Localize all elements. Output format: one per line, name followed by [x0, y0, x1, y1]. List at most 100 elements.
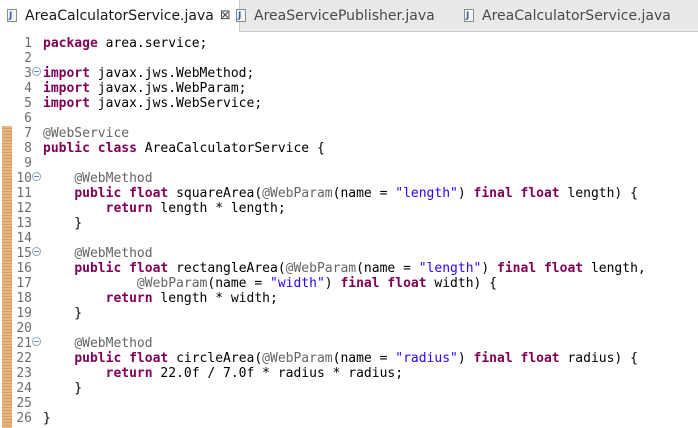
fold-collapse-icon[interactable] [32, 67, 41, 76]
code-line[interactable]: 10 @WebMethod [0, 171, 698, 186]
code-token [43, 366, 106, 381]
tab-label: AreaCalculatorService.java [25, 8, 214, 24]
line-number: 8 [24, 141, 32, 156]
code-text[interactable]: } [43, 306, 82, 321]
code-line[interactable]: 22 public float circleArea(@WebParam(nam… [0, 351, 698, 366]
code-line[interactable]: 11 public float squareArea(@WebParam(nam… [0, 186, 698, 201]
code-token: final [497, 261, 537, 276]
line-number: 11 [16, 186, 32, 201]
code-line[interactable]: 15 @WebMethod [0, 246, 698, 261]
code-token: ) [457, 351, 474, 366]
code-token: length * width; [152, 291, 278, 306]
line-number: 20 [16, 321, 32, 336]
code-text[interactable]: } [43, 381, 82, 396]
code-token: float [520, 351, 560, 366]
code-line[interactable]: 12 return length * length; [0, 201, 698, 216]
line-number: 1 [24, 36, 32, 51]
tab-label: AreaCalculatorService.java [482, 7, 671, 24]
code-token: (name = [207, 276, 270, 291]
fold-collapse-icon[interactable] [32, 337, 41, 346]
code-token: float [543, 261, 584, 276]
code-line[interactable]: 25 [0, 396, 698, 411]
code-token: length * length; [152, 201, 286, 216]
code-token: ) [457, 186, 474, 201]
code-text[interactable]: return 22.0f / 7.0f * radius * radius; [43, 366, 403, 381]
code-token: @WebMethod [74, 171, 153, 186]
code-token [121, 261, 129, 276]
code-text[interactable]: public float rectangleArea(@WebParam(nam… [43, 261, 646, 276]
fold-collapse-icon[interactable] [32, 247, 41, 256]
code-text[interactable]: import javax.jws.WebMethod; [43, 66, 254, 81]
code-line[interactable]: 24 } [0, 381, 698, 396]
code-token [536, 261, 544, 276]
code-line[interactable]: 1 package area.service; [0, 36, 698, 51]
code-line[interactable]: 16 public float rectangleArea(@WebParam(… [0, 261, 698, 276]
code-text[interactable]: public class AreaCalculatorService { [43, 141, 325, 156]
code-text[interactable]: public float squareArea(@WebParam(name =… [43, 186, 638, 201]
editor-tab-bar: J AreaCalculatorService.java ⊠ J AreaSer… [0, 0, 698, 32]
line-number: 26 [16, 411, 32, 426]
code-text[interactable]: @WebMethod [43, 171, 153, 186]
code-text[interactable]: @WebMethod [43, 246, 153, 261]
code-line[interactable]: 8 public class AreaCalculatorService { [0, 141, 698, 156]
code-text[interactable]: import javax.jws.WebParam; [43, 81, 247, 96]
code-line[interactable]: 17 @WebParam(name = "width") final float… [0, 276, 698, 291]
code-line[interactable]: 6 [0, 111, 698, 126]
code-line[interactable]: 26} [0, 411, 698, 426]
code-token: javax.jws.WebParam; [89, 81, 247, 96]
code-line[interactable]: 2 [0, 51, 698, 66]
code-token [43, 351, 74, 366]
code-text[interactable]: @WebParam(name = "width") final float wi… [43, 276, 497, 291]
code-token: ) [324, 276, 341, 291]
code-line[interactable]: 14 [0, 231, 698, 246]
line-number: 10 [16, 171, 32, 186]
code-token: AreaCalculatorService { [136, 141, 325, 156]
code-token: (name = [356, 261, 419, 276]
code-token: @WebParam [285, 261, 357, 276]
code-line[interactable]: 13 } [0, 216, 698, 231]
code-token: length, [583, 261, 646, 276]
code-line[interactable]: 18 return length * width; [0, 291, 698, 306]
tab-area-calculator-service-2[interactable]: J AreaCalculatorService.java [464, 0, 671, 31]
code-token: @WebMethod [74, 246, 153, 261]
code-line[interactable]: 21 @WebMethod [0, 336, 698, 351]
code-token [90, 141, 98, 156]
code-token: final [340, 276, 380, 291]
code-token: } [43, 411, 51, 426]
close-icon[interactable]: ⊠ [219, 8, 231, 23]
code-token: rectangleArea( [168, 261, 286, 276]
code-line[interactable]: 19 } [0, 306, 698, 321]
code-text[interactable]: return length * width; [43, 291, 278, 306]
code-text[interactable]: } [43, 216, 82, 231]
tab-area-calculator-service[interactable]: J AreaCalculatorService.java ⊠ [0, 0, 240, 32]
code-line[interactable]: 20 [0, 321, 698, 336]
code-text[interactable]: @WebMethod [43, 336, 152, 351]
line-number: 25 [16, 396, 32, 411]
code-token: javax.jws.WebService; [89, 96, 263, 111]
code-token: @WebParam [262, 186, 333, 201]
code-token [43, 336, 74, 351]
code-line[interactable]: 23 return 22.0f / 7.0f * radius * radius… [0, 366, 698, 381]
tab-area-service-publisher[interactable]: J AreaServicePublisher.java [236, 0, 435, 31]
line-number: 9 [24, 156, 32, 171]
code-token: "width" [270, 276, 325, 291]
code-text[interactable]: return length * length; [43, 201, 286, 216]
code-text[interactable]: import javax.jws.WebService; [43, 96, 262, 111]
code-line[interactable]: 7@WebService [0, 126, 698, 141]
line-number: 23 [16, 366, 32, 381]
line-number: 2 [24, 51, 32, 66]
code-text[interactable]: public float circleArea(@WebParam(name =… [43, 351, 638, 366]
code-text[interactable]: } [43, 411, 51, 426]
code-line[interactable]: 9 [0, 156, 698, 171]
line-number: 17 [16, 276, 32, 291]
java-file-icon: J [464, 8, 476, 23]
code-text[interactable]: package area.service; [43, 36, 207, 51]
code-token: @WebService [43, 126, 130, 141]
fold-collapse-icon[interactable] [32, 172, 41, 181]
code-text[interactable]: @WebService [43, 126, 129, 141]
